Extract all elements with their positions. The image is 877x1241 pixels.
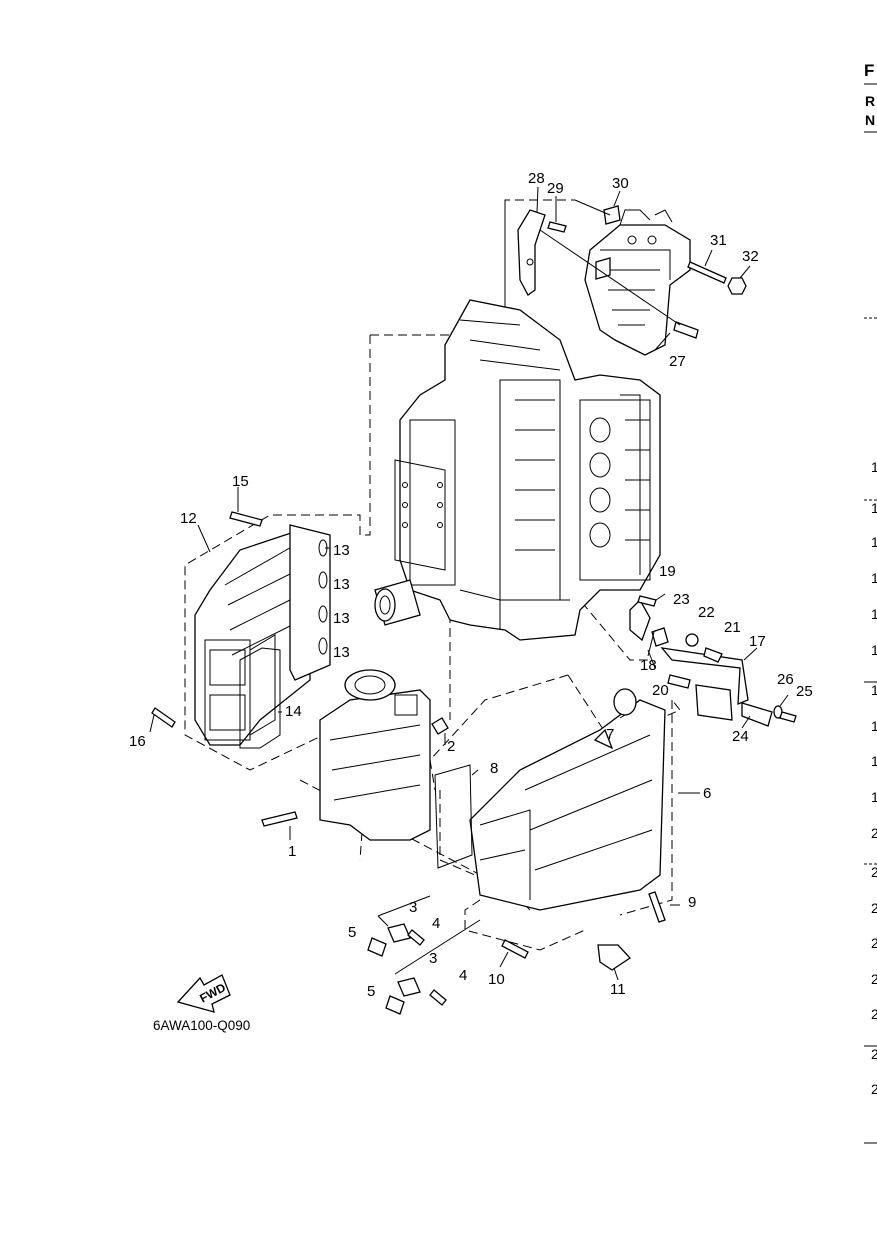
callout-16: 16 [129, 733, 146, 750]
callout-10: 10 [488, 971, 505, 988]
edge-number: 1 [871, 606, 877, 622]
callout-32: 32 [742, 248, 759, 265]
edge-number: 2 [871, 1046, 877, 1062]
manifold-gasket-plate [289, 524, 331, 681]
callout-14: 14 [285, 703, 302, 720]
callout-3: 3 [409, 899, 417, 916]
callout-24: 24 [732, 728, 749, 745]
callout-3: 3 [429, 950, 437, 967]
bolt-1 [261, 811, 298, 827]
edge-number: 1 [871, 642, 877, 658]
callout-8: 8 [490, 760, 498, 777]
bolt-10 [501, 939, 529, 959]
hose-fittings [367, 923, 447, 1015]
nut-32 [727, 277, 747, 295]
callout-5: 5 [348, 924, 356, 941]
edge-number: 2 [871, 1081, 877, 1097]
edge-number: 1 [871, 753, 877, 769]
gasket-8 [434, 764, 473, 869]
fuel-pump-assembly [584, 209, 691, 356]
callout-4: 4 [432, 915, 440, 932]
edge-number: 1 [871, 459, 877, 475]
leader-lines [149, 186, 789, 981]
callout-13: 13 [333, 542, 350, 559]
intake-silencer-6 [469, 699, 666, 911]
callout-28: 28 [528, 170, 545, 187]
callout-2: 2 [447, 738, 455, 755]
diagram-code: 6AWA100-Q090 [153, 1018, 250, 1033]
callout-6: 6 [703, 785, 711, 802]
callout-11: 11 [610, 981, 626, 998]
callout-5: 5 [367, 983, 375, 1000]
bolt-16 [151, 707, 176, 728]
callout-25: 25 [796, 683, 813, 700]
callout-13: 13 [333, 610, 350, 627]
edge-header-2: R [865, 93, 875, 109]
fuel-pump-cap [603, 205, 621, 225]
sensor-bracket-group [629, 595, 797, 727]
cap-7 [613, 688, 637, 716]
edge-header-3: N [865, 112, 875, 128]
callout-27: 27 [669, 353, 686, 370]
edge-number: 1 [871, 570, 877, 586]
edge-number: 1 [871, 534, 877, 550]
edge-number: 2 [871, 864, 877, 880]
bracket-28 [517, 209, 546, 296]
edge-number: 1 [871, 682, 877, 698]
fwd-arrow-icon: FWD [176, 974, 231, 1013]
bolt-9 [648, 891, 666, 923]
callout-4: 4 [459, 967, 467, 984]
throttle-body [319, 669, 431, 841]
callout-23: 23 [673, 591, 690, 608]
bolt-29 [547, 221, 567, 233]
callout-18: 18 [640, 657, 657, 674]
callout-22: 22 [698, 604, 715, 621]
callout-21: 21 [724, 619, 741, 636]
right-edge-column: F R N 1 1 1 1 1 1 1 1 1 1 2 2 2 2 2 2 2 … [864, 61, 877, 1144]
bolt-15 [229, 511, 263, 527]
edge-number: 2 [871, 825, 877, 841]
callout-19: 19 [659, 563, 676, 580]
callout-12: 12 [180, 510, 197, 527]
callout-17: 17 [749, 633, 766, 650]
callout-7: 7 [606, 726, 614, 743]
clip-11 [597, 944, 631, 971]
intake-manifold-12 [194, 529, 311, 746]
edge-number: 1 [871, 789, 877, 805]
callout-20: 20 [652, 682, 669, 699]
edge-number: 2 [871, 900, 877, 916]
gasket-14 [239, 647, 281, 749]
callout-13: 13 [333, 644, 350, 661]
edge-number: 2 [871, 971, 877, 987]
callout-31: 31 [710, 232, 727, 249]
edge-number: 2 [871, 1006, 877, 1022]
edge-header-1: F [864, 61, 874, 80]
callout-30: 30 [612, 175, 629, 192]
edge-number: 2 [871, 935, 877, 951]
callout-15: 15 [232, 473, 249, 490]
callout-9: 9 [688, 894, 696, 911]
bolt-31 [687, 261, 727, 284]
bolt-27 [673, 321, 699, 339]
engine-block [374, 299, 661, 641]
callout-26: 26 [777, 671, 794, 688]
callout-29: 29 [547, 180, 564, 197]
dowel-2 [431, 717, 449, 735]
edge-number: 1 [871, 718, 877, 734]
callouts: 1 2 3 3 4 4 5 5 6 7 8 9 10 11 12 13 13 1… [129, 170, 813, 1000]
callout-1: 1 [288, 843, 296, 860]
edge-number: 1 [871, 500, 877, 516]
callout-13: 13 [333, 576, 350, 593]
